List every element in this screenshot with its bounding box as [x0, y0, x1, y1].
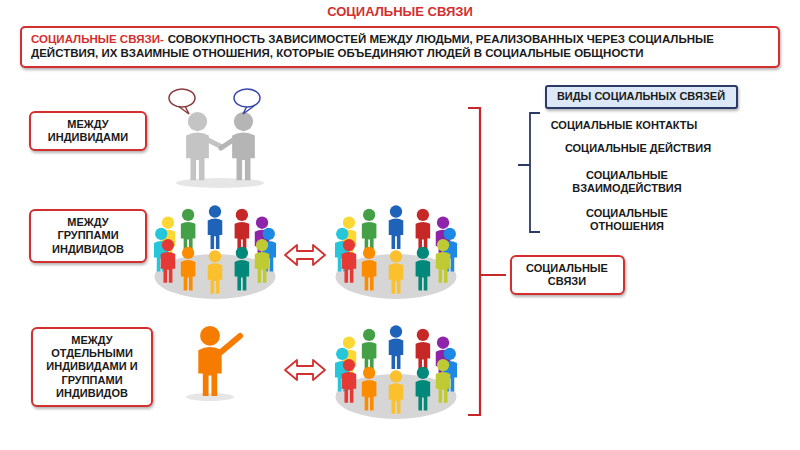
type-list-item: СОЦИАЛЬНЫЕ КОНТАКТЫ — [551, 119, 698, 132]
types-heading-box: ВИДЫ СОЦИАЛЬНЫХ СВЯЗЕЙ — [545, 85, 738, 108]
person-figure — [232, 112, 255, 180]
bracket — [468, 108, 506, 415]
bracket — [518, 113, 540, 232]
speech-bubble — [169, 89, 195, 107]
person-figure — [186, 112, 209, 180]
box-text: СОЦИАЛЬНЫЕ СВЯЗИ- — [31, 33, 164, 45]
type-list-item: СОЦИАЛЬНЫЕ ДЕЙСТВИЯ — [565, 142, 711, 155]
double-arrow — [285, 360, 325, 380]
box-text: МЕЖДУ ГРУППАМИ ИНДИВИДОВ — [37, 216, 139, 256]
person-figure — [198, 326, 221, 396]
relation-box: МЕЖДУ ИНДИВИДАМИ — [29, 111, 147, 151]
summary-box: СОЦИАЛЬНЫЕ СВЯЗИ — [510, 255, 625, 295]
group-circle — [335, 325, 457, 419]
double-arrow — [285, 245, 325, 265]
box-text: МЕЖДУ ОТДЕЛЬНЫМИ ИНДИВИДАМИ И ГРУППАМИ И… — [39, 334, 145, 400]
floor-shadow — [186, 393, 234, 401]
floor-shadow — [176, 178, 264, 188]
relation-box: МЕЖДУ ОТДЕЛЬНЫМИ ИНДИВИДАМИ И ГРУППАМИ И… — [31, 327, 153, 407]
relation-box: МЕЖДУ ГРУППАМИ ИНДИВИДОВ — [29, 209, 147, 263]
box-text: МЕЖДУ ИНДИВИДАМИ — [37, 118, 139, 144]
diagram-title: СОЦИАЛЬНЫЕ СВЯЗИ — [327, 4, 473, 19]
speech-bubble — [234, 89, 260, 107]
talking-people — [169, 89, 264, 188]
person-arm — [221, 336, 240, 352]
type-list-item: СОЦИАЛЬНЫЕ ОТНОШЕНИЯ — [562, 207, 692, 233]
definition-box: СОЦИАЛЬНЫЕ СВЯЗИ-СОВОКУПНОСТЬ ЗАВИСИМОСТ… — [20, 26, 780, 68]
type-list-item: СОЦИАЛЬНЫЕ ВЗАИМОДЕЙСТВИЯ — [562, 169, 692, 195]
group-circle — [335, 205, 457, 299]
group-circle — [154, 205, 276, 299]
person-arm — [221, 140, 233, 148]
single-person — [186, 326, 240, 401]
box-text: СОЦИАЛЬНЫЕ СВЯЗИ — [518, 262, 617, 288]
box-text: ВИДЫ СОЦИАЛЬНЫХ СВЯЗЕЙ — [555, 90, 728, 103]
